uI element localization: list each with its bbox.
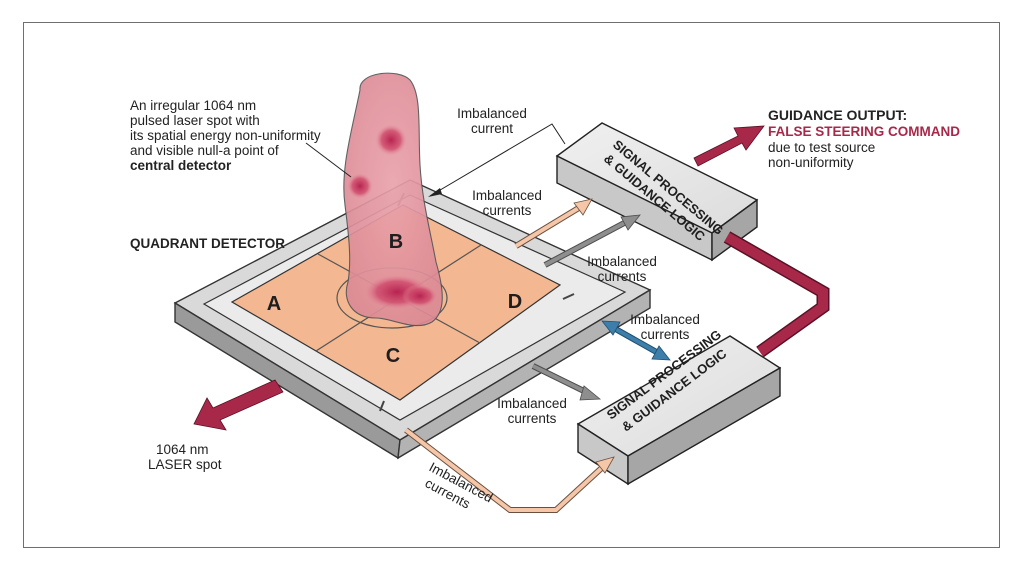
imbalanced-current-top-line1: Imbalanced bbox=[457, 106, 527, 121]
quadrant-b-label: B bbox=[389, 231, 403, 253]
imbalanced-c-line2: currents bbox=[508, 411, 557, 426]
laser-output-line1: 1064 nm bbox=[156, 442, 209, 457]
arrow-c-to-lower-box bbox=[531, 363, 602, 401]
arrow-b-to-upper-box bbox=[514, 198, 593, 249]
imbalanced-blue-line1: Imbalanced bbox=[630, 312, 700, 327]
imbalanced-c-line1: Imbalanced bbox=[497, 396, 567, 411]
laser-annotation-line3: its spatial energy non-uniformity bbox=[130, 128, 321, 143]
imbalanced-current-top-pointer bbox=[429, 123, 566, 197]
laser-output-arrow bbox=[193, 379, 284, 431]
imbalanced-b-line2: currents bbox=[483, 203, 532, 218]
imbalanced-d-line1: Imbalanced bbox=[587, 254, 657, 269]
laser-annotation-line4: and visible null-a point of bbox=[130, 143, 279, 158]
diagram-frame bbox=[23, 22, 1000, 548]
imbalanced-blue-line2: currents bbox=[641, 327, 690, 342]
imbalanced-d-line2: currents bbox=[598, 269, 647, 284]
laser-annotation-line5: central detector bbox=[130, 158, 232, 173]
signal-box-upper bbox=[555, 122, 759, 262]
guidance-line4: non-uniformity bbox=[768, 155, 854, 170]
quadrant-c-label: C bbox=[386, 345, 400, 367]
guidance-title: GUIDANCE OUTPUT: bbox=[768, 107, 907, 123]
guidance-output-text: GUIDANCE OUTPUT: FALSE STEERING COMMAND … bbox=[768, 107, 960, 170]
imbalanced-current-top-line2: current bbox=[471, 121, 513, 136]
guidance-warning: FALSE STEERING COMMAND bbox=[768, 124, 960, 139]
quadrant-a-label: A bbox=[267, 293, 281, 315]
laser-annotation-line1: An irregular 1064 nm bbox=[130, 98, 256, 113]
quadrant-d-label: D bbox=[508, 291, 522, 313]
arrow-bidirectional-blue bbox=[601, 320, 671, 361]
imbalanced-b-line1: Imbalanced bbox=[472, 188, 542, 203]
signal-box-lower bbox=[576, 335, 782, 486]
laser-annotation-line2: pulsed laser spot with bbox=[130, 113, 260, 128]
guidance-line3: due to test source bbox=[768, 140, 875, 155]
feedback-red-path bbox=[723, 231, 830, 358]
laser-annotation-pointer bbox=[305, 142, 352, 178]
laser-plume bbox=[343, 72, 443, 327]
laser-annotation: An irregular 1064 nm pulsed laser spot w… bbox=[130, 98, 321, 173]
guidance-output-arrow bbox=[693, 125, 765, 167]
laser-output-line2: LASER spot bbox=[148, 457, 222, 472]
detector-title: QUADRANT DETECTOR bbox=[130, 236, 285, 251]
arrow-a-to-lower-box bbox=[404, 427, 615, 513]
arrow-d-to-upper-box bbox=[543, 214, 641, 268]
